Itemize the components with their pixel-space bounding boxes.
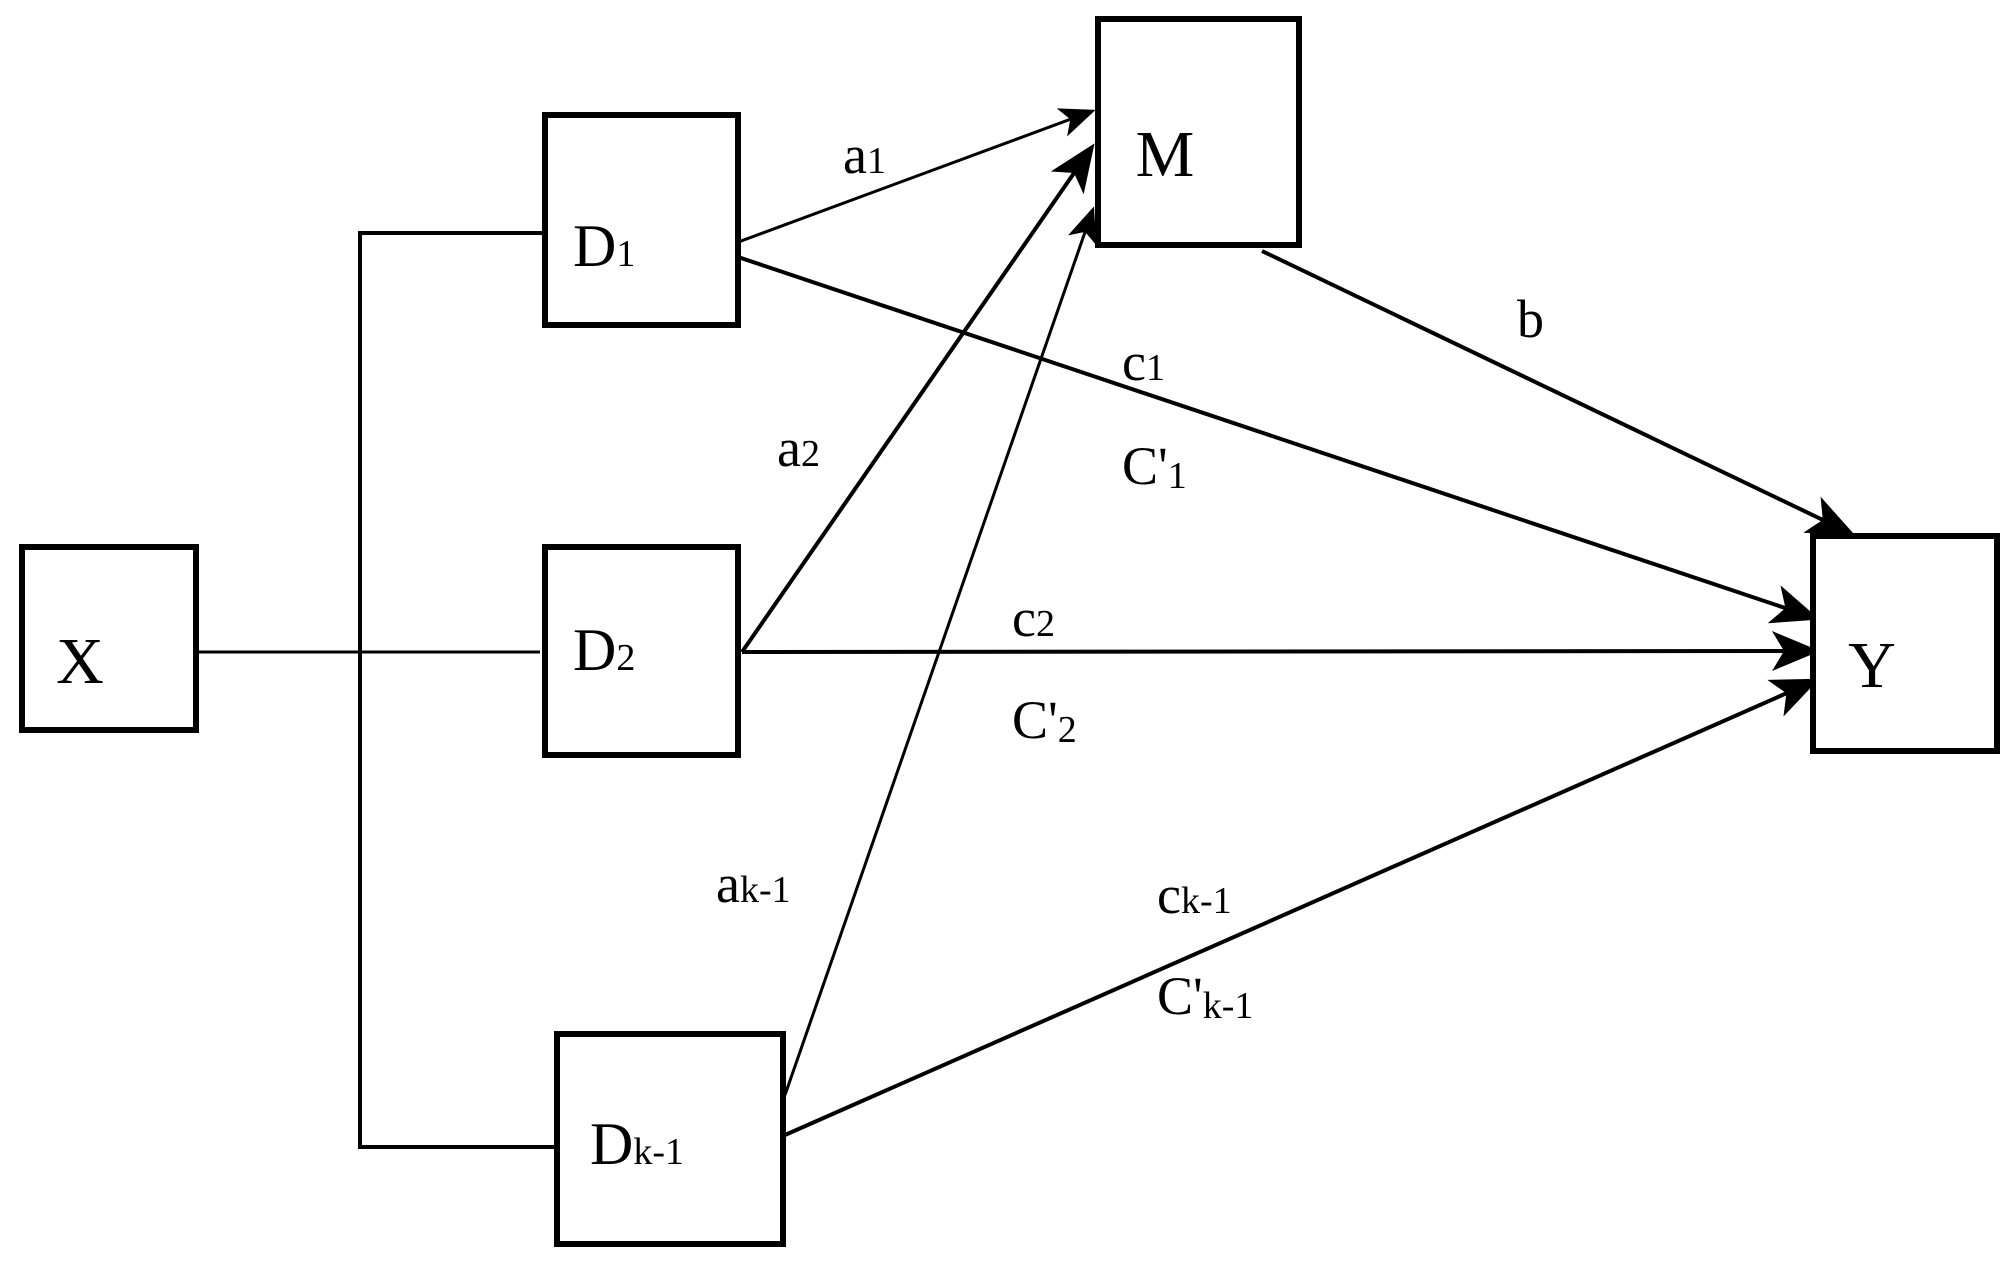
label-c2-prime: C'2 (1012, 690, 1077, 751)
dummy-bracket (358, 231, 555, 1149)
node-d2-label: D2 (573, 617, 635, 683)
arrow-d2-to-y (741, 631, 1820, 672)
node-d1-label: D1 (573, 213, 635, 279)
arrow-d1-to-y (734, 254, 1820, 624)
label-ck-prime: C'k-1 (1157, 966, 1253, 1027)
node-dk: Dk-1 (554, 1031, 786, 1247)
node-x: X (19, 544, 199, 733)
label-ck: ck-1 (1157, 865, 1232, 925)
label-ak: ak-1 (716, 854, 791, 914)
node-m: M (1095, 16, 1302, 248)
label-a2: a2 (777, 418, 820, 478)
label-b: b (1517, 289, 1544, 349)
label-c2: c2 (1012, 588, 1055, 648)
label-a1: a1 (843, 125, 886, 185)
arrow-d1-to-m (732, 108, 1096, 246)
arrow-m-to-y (1261, 249, 1856, 536)
node-y-label: Y (1848, 629, 1896, 702)
node-d1: D1 (542, 112, 741, 328)
node-d2: D2 (542, 544, 741, 758)
node-x-label: X (56, 625, 104, 698)
label-c1: c1 (1122, 332, 1165, 392)
node-m-label: M (1136, 118, 1195, 191)
arrow-dk-to-y (784, 678, 1820, 1137)
label-c1-prime: C'1 (1122, 436, 1187, 497)
arrow-d2-to-m (740, 143, 1095, 654)
node-y: Y (1810, 533, 2000, 754)
node-dk-label: Dk-1 (590, 1111, 684, 1177)
